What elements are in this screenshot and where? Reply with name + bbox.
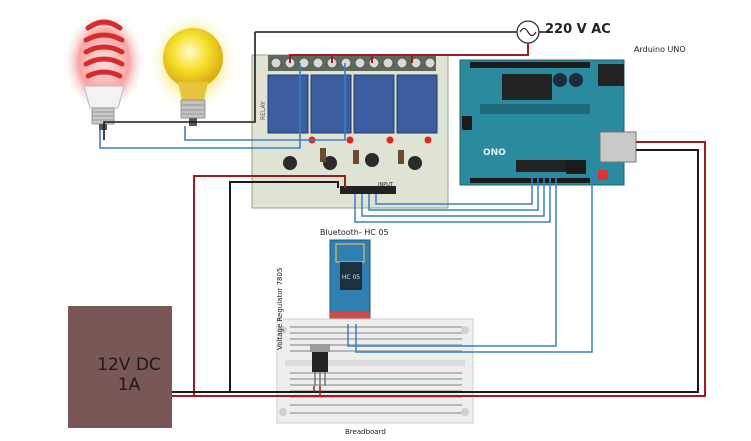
bluetooth-label: Bluetooth- HC 05 xyxy=(320,228,389,237)
wire-power-positive xyxy=(172,141,706,397)
wire-relay-in2 xyxy=(361,176,545,217)
wire-bulb-cfl xyxy=(99,63,301,149)
bt-chip-text: HC 05 xyxy=(342,274,360,281)
wire-bt-tx xyxy=(347,176,557,347)
regulator-label: Voltage Regulator 7805 xyxy=(276,267,284,350)
arduino-uno xyxy=(459,59,637,186)
arduino-label: Arduino UNO xyxy=(634,45,686,54)
cfl-bulb xyxy=(62,10,146,130)
wire-relay-in4 xyxy=(375,176,533,205)
power-supply xyxy=(68,306,172,428)
bluetooth-module: HC 05 xyxy=(329,239,371,325)
breadboard xyxy=(276,318,474,424)
wire-regulator xyxy=(313,386,321,396)
power-supply-label: 12V DC 1A xyxy=(97,355,161,395)
arduino-brand: ONO xyxy=(483,148,506,158)
relay-input-label: INPUT xyxy=(378,182,393,188)
relay-1 xyxy=(267,74,309,134)
wire-power-ground xyxy=(172,149,699,393)
breadboard-label: Breadboard xyxy=(345,428,386,436)
wire-relay-common xyxy=(289,43,529,63)
wire-relay-in1 xyxy=(354,176,551,223)
wire-relay-in3 xyxy=(368,176,539,211)
incandescent-bulb xyxy=(147,10,239,126)
relay-3 xyxy=(353,74,395,134)
relay-terminals xyxy=(268,55,436,71)
wire-bulb-incandescent xyxy=(184,63,346,141)
relay-board: RELAY xyxy=(251,54,449,209)
svg-text:RELAY: RELAY xyxy=(260,101,267,120)
voltage-regulator xyxy=(310,344,330,386)
ac-source-label: 220 V AC xyxy=(545,22,611,37)
wire-ac-line xyxy=(103,31,548,140)
ac-source-symbol xyxy=(516,20,540,44)
wire-bt-rx xyxy=(355,168,593,353)
relay-4 xyxy=(396,74,438,134)
